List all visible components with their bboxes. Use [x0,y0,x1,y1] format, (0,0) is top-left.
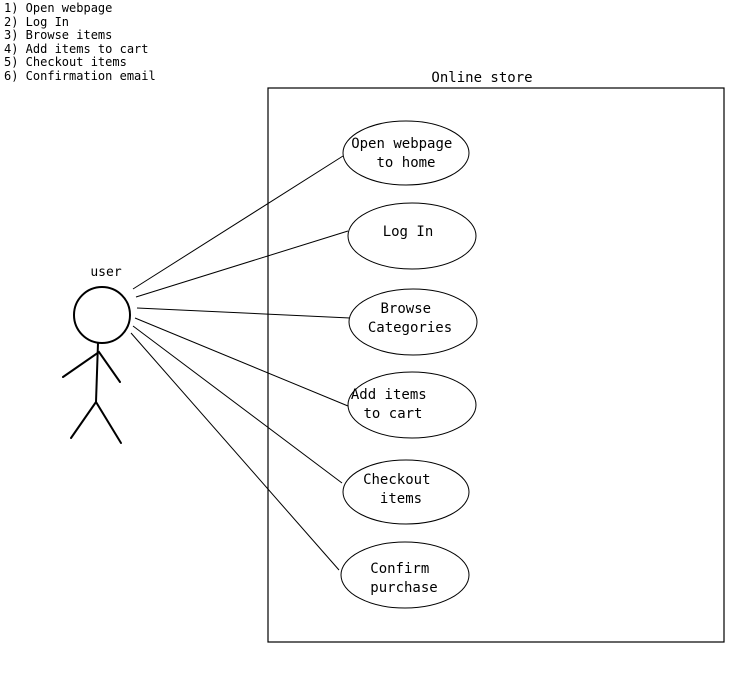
actor-body [95,342,99,403]
use-case-label: items [380,491,422,507]
use-case-ellipse [340,541,470,609]
association-line [130,332,340,571]
use-case-add-items-to-cart: Add items to cart [347,371,477,439]
step-item: 2) Log In [4,14,70,29]
association-line [132,155,344,290]
step-item: 1) Open webpage [4,1,113,15]
use-case-confirm-purchase: Confirm purchase [340,541,470,609]
use-case-label: Add items [351,387,427,403]
system-title: Online store [431,70,532,86]
actor-arms [62,350,121,383]
svg-text:Log In: Log In [383,224,434,240]
use-case-label: to cart [363,406,422,422]
use-case-ellipse [347,202,477,270]
svg-text:Browse Categories: Browse Categories [368,301,452,336]
use-case-label: Open webpage [351,136,452,152]
use-case-ellipse [342,120,470,186]
use-case-ellipse [342,459,470,525]
use-case-checkout-items: Checkout items [342,459,470,525]
association-line [134,317,349,407]
use-case-label: Categories [368,320,452,336]
use-case-browse-categories: Browse Categories [348,288,478,356]
step-item: 5) Checkout items [4,55,127,69]
svg-text:Confirm purchase: Confirm purchase [370,561,437,596]
use-case-label: Checkout [363,472,430,488]
use-case-label: Browse [380,301,431,317]
actor-user [62,286,131,444]
associations [130,155,351,571]
association-line [136,307,351,319]
steps-list: 1) Open webpage 2) Log In 3) Browse item… [4,1,156,83]
use-case-ellipse [348,288,478,356]
svg-text:Add items to cart: Add items to cart [351,387,435,422]
association-line [135,230,349,298]
svg-text:Checkout items: Checkout items [363,472,439,507]
use-case-label: to home [376,155,435,171]
actor-head [73,286,131,344]
step-item: 6) Confirmation email [4,68,156,83]
use-case-label: Log In [383,224,434,240]
use-case-label: Confirm [370,561,429,577]
step-item: 4) Add items to cart [4,41,149,56]
use-case-open-webpage: Open webpage to home [342,120,470,186]
svg-text:Open webpage to home: Open webpage to home [351,136,461,171]
use-case-label: purchase [370,580,437,596]
use-case-log-in: Log In [347,202,477,270]
association-line [132,325,343,484]
actor-legs [70,400,122,444]
use-case-ellipse [347,371,477,439]
actor-label: user [90,265,121,280]
step-item: 3) Browse items [4,28,113,42]
system-boundary [267,87,725,643]
